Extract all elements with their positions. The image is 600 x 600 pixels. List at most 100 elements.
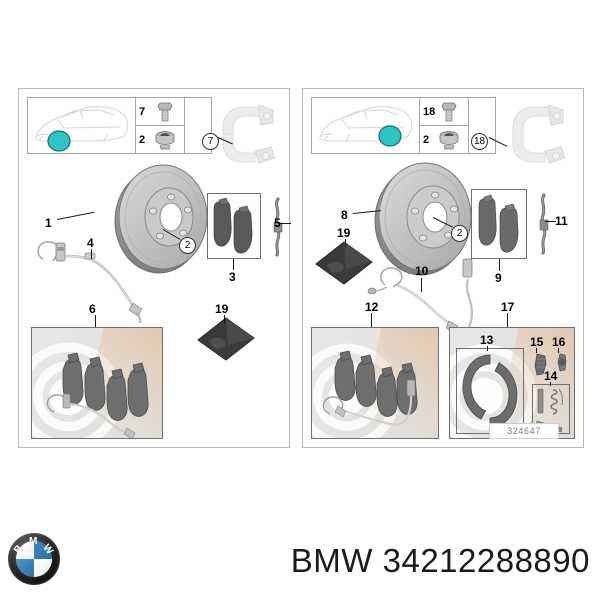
callout-front-2-circle: 2 (179, 237, 196, 254)
inset-rear-axle: 18 2 (311, 97, 496, 154)
leader-front-5 (279, 223, 291, 224)
bmw-logo: B M W (8, 533, 60, 585)
callout-rear-17: 17 (501, 300, 515, 314)
callout-rear-2-label: 2 (456, 228, 463, 239)
rear-brake-pads-icon (478, 194, 519, 253)
callout-front-6: 6 (89, 302, 96, 316)
callout-front-5: 5 (274, 216, 281, 230)
callout-front-7-circle: 7 (202, 133, 219, 150)
inset-front-axle: 7 2 (27, 97, 212, 154)
retaining-screw-icon (155, 130, 175, 149)
caliper-carrier-bracket-rear (512, 104, 566, 164)
logo-letter-w: W (40, 542, 55, 557)
logo-letter-b: B (12, 543, 26, 556)
logo-letter-m: M (29, 536, 38, 547)
front-brake-pad-box (207, 193, 261, 259)
rear-brake-pad-kit-photo (311, 327, 439, 439)
leader-front-19 (224, 315, 225, 324)
leader-rear-11 (545, 221, 556, 222)
inset-bolt-number-18: 18 (423, 105, 436, 118)
inset-spacer-front (184, 98, 211, 153)
callout-front-19: 19 (215, 302, 229, 316)
callout-rear-9: 9 (495, 271, 502, 285)
inset-bolt-row-2: 2 (136, 126, 184, 153)
callout-rear-15: 15 (530, 335, 544, 349)
leader-rear-17 (507, 313, 508, 327)
leader-front-1 (56, 211, 95, 220)
inset-bolt-number-7: 7 (139, 105, 146, 118)
retaining-screw-icon (439, 130, 459, 149)
callout-rear-12: 12 (365, 300, 379, 314)
inset-bolt-number-2-rear: 2 (423, 133, 430, 146)
branding-footer: B M W BMW 34212288890 (0, 500, 600, 600)
roundel-quadrant-4 (34, 559, 52, 577)
callout-front-3: 3 (229, 270, 236, 284)
callout-rear-13: 13 (480, 333, 494, 347)
anti-squeal-shim-front (197, 317, 255, 361)
brake-disc-front (114, 164, 208, 274)
callout-front-2-label: 2 (184, 240, 191, 251)
front-pad-kit-contents-icon (46, 352, 149, 438)
callout-front-4: 4 (87, 236, 94, 250)
bmw-logo-letters: B M W (8, 533, 60, 585)
inset-spacer-rear (468, 98, 495, 153)
inset-bolt-list-rear: 18 2 (420, 98, 468, 153)
part-number-caption: BMW 34212288890 (290, 542, 590, 579)
pad-retaining-spring-front (273, 197, 283, 257)
parking-brake-shoes-box (456, 348, 524, 434)
rear-brake-pad-box (471, 189, 527, 259)
guide-bolt-icon (157, 102, 173, 121)
callout-rear-16: 16 (552, 335, 566, 349)
rear-pad-kit-contents-icon (322, 350, 418, 426)
leader-rear-15 (536, 348, 537, 353)
callout-rear-19: 19 (337, 226, 351, 240)
leader-rear-14 (550, 382, 551, 386)
anti-squeal-shim-rear (315, 241, 373, 285)
vehicle-outline-front (28, 98, 136, 153)
leader-front-4 (91, 249, 92, 259)
brake-disc-rear (374, 162, 472, 276)
drawing-number-box: 324647 (489, 423, 559, 439)
vehicle-outline-rear (312, 98, 420, 153)
callout-rear-10: 10 (415, 264, 429, 278)
panel-rear-axle: 18 2 (302, 88, 584, 448)
leader-rear-12 (371, 313, 372, 327)
inset-bolt-number-2: 2 (139, 133, 146, 146)
leader-front-6 (95, 315, 96, 327)
inset-bolt-row-18: 18 (420, 98, 468, 126)
callout-rear-11: 11 (555, 214, 568, 228)
callout-rear-8: 8 (341, 208, 348, 222)
parking-brake-shoes-icon (462, 354, 518, 428)
panel-front-axle: 7 2 (18, 88, 291, 448)
leader-rear-16 (558, 348, 559, 353)
leader-rear-9 (499, 259, 500, 271)
parking-brake-kit-photo: 13 15 16 (449, 327, 575, 439)
brake-shoe-adjuster-icon (534, 353, 547, 376)
front-brake-pad-kit-photo (31, 327, 163, 439)
callout-rear-14: 14 (544, 369, 558, 383)
caliper-carrier-bracket-front (222, 104, 276, 164)
leader-rear-19 (345, 239, 346, 247)
front-brake-pads-icon (213, 197, 253, 254)
inset-bolt-list-front: 7 2 (136, 98, 184, 153)
callout-rear-18-label: 18 (473, 136, 486, 147)
bmw-roundel-inner (16, 541, 52, 577)
brake-wear-sensor-front (37, 241, 143, 324)
guide-bolt-icon (441, 102, 457, 121)
drawing-number: 324647 (507, 426, 541, 436)
callout-rear-2-circle: 2 (451, 225, 468, 242)
inset-bolt-row-2: 2 (420, 126, 468, 153)
roundel-quadrant-3 (16, 559, 34, 577)
leader-rear-10 (421, 278, 422, 292)
adjuster-wheel-icon (557, 353, 567, 372)
inset-bolt-row-7: 7 (136, 98, 184, 126)
leader-front-3 (233, 259, 234, 270)
leader-rear-13 (487, 346, 488, 351)
callout-front-1: 1 (45, 216, 52, 230)
callout-rear-18-circle: 18 (471, 133, 488, 150)
callout-front-7-label: 7 (207, 136, 214, 147)
roundel-quadrant-1 (16, 541, 34, 559)
roundel-quadrant-2 (34, 541, 52, 559)
pad-retaining-spring-rear (539, 193, 549, 255)
parts-diagram: 7 2 (18, 88, 584, 448)
